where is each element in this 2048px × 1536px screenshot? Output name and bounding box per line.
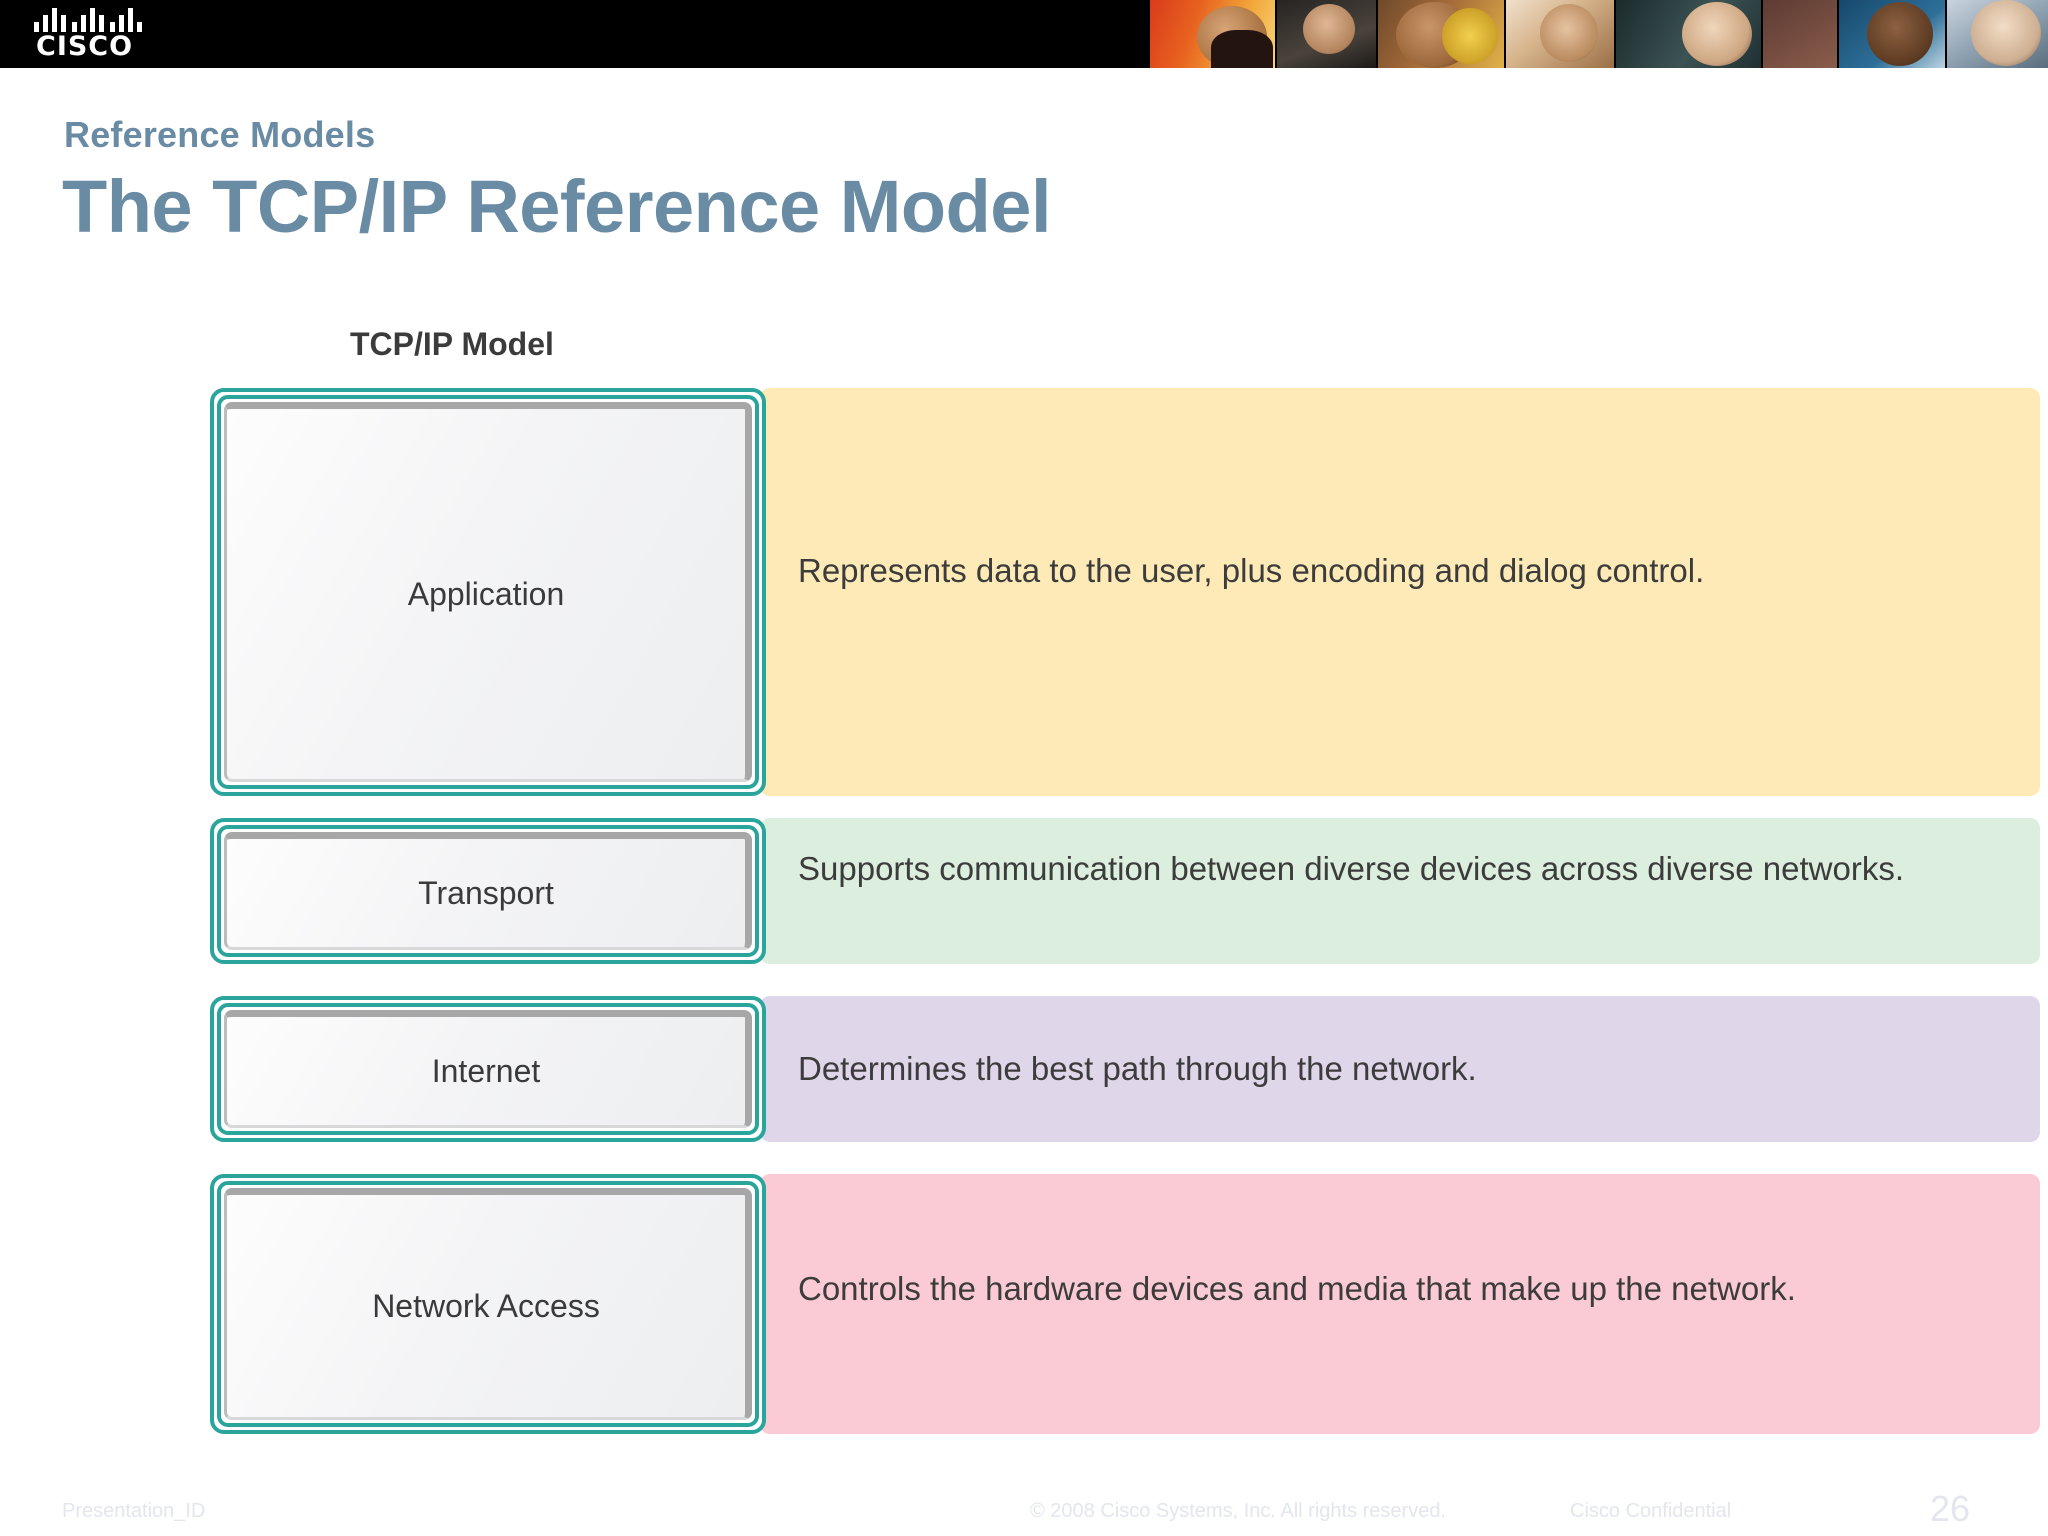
layer-label: Network Access <box>372 1287 600 1324</box>
layer-box-face: Transport <box>224 832 752 950</box>
layer-label: Application <box>407 575 565 612</box>
layer-box-face: Network Access <box>224 1188 752 1420</box>
cisco-bars-icon <box>34 8 142 32</box>
model-heading: TCP/IP Model <box>350 326 554 362</box>
layer-box-internet[interactable]: Internet <box>210 996 766 1142</box>
layer-row: Supports communication between diverse d… <box>210 818 2040 964</box>
banner-photo <box>1616 0 1763 68</box>
slide-footer: Presentation_ID © 2008 Cisco Systems, In… <box>0 1488 2048 1536</box>
layer-description-panel: Represents data to the user, plus encodi… <box>760 388 2040 796</box>
layer-description: Controls the hardware devices and media … <box>798 1270 1796 1307</box>
confidentiality-label: Cisco Confidential <box>1570 1500 1732 1522</box>
banner-photo <box>1150 0 1277 68</box>
copyright-text: © 2008 Cisco Systems, Inc. All rights re… <box>1030 1500 1447 1522</box>
layer-description: Represents data to the user, plus encodi… <box>798 552 1705 589</box>
banner-photo <box>1946 0 2048 68</box>
layer-row: Controls the hardware devices and media … <box>210 1174 2040 1434</box>
layer-label: Transport <box>418 874 554 911</box>
banner-photo <box>1276 0 1378 68</box>
page-title: The TCP/IP Reference Model <box>62 165 1052 248</box>
layer-description-panel: Controls the hardware devices and media … <box>760 1174 2040 1434</box>
layer-row: Represents data to the user, plus encodi… <box>210 388 2040 796</box>
layer-box-face: Application <box>224 402 752 782</box>
layer-row: Determines the best path through the net… <box>210 996 2040 1142</box>
layer-box-network-access[interactable]: Network Access <box>210 1174 766 1434</box>
layer-box-application[interactable]: Application <box>210 388 766 796</box>
cisco-wordmark: CISCO <box>36 31 134 62</box>
layer-box-inner: Transport <box>217 825 759 957</box>
layer-description-panel: Supports communication between diverse d… <box>760 818 2040 964</box>
layer-box-inner: Application <box>217 395 759 789</box>
banner-photo <box>1838 0 1947 68</box>
banner-photo-strip <box>1150 0 2048 68</box>
banner-photo <box>1762 0 1839 68</box>
layer-box-inner: Network Access <box>217 1181 759 1427</box>
layer-description: Determines the best path through the net… <box>798 1050 1477 1087</box>
layer-label: Internet <box>431 1052 541 1089</box>
banner-photo <box>1506 0 1616 68</box>
layer-box-transport[interactable]: Transport <box>210 818 766 964</box>
banner-photo <box>1377 0 1507 68</box>
presentation-id: Presentation_ID <box>62 1500 206 1522</box>
layer-box-face: Internet <box>224 1010 752 1128</box>
layer-description-panel: Determines the best path through the net… <box>760 996 2040 1142</box>
layer-box-inner: Internet <box>217 1003 759 1135</box>
cisco-logo-icon: CISCO <box>34 8 154 62</box>
top-banner: CISCO <box>0 0 2048 68</box>
page-number: 26 <box>1930 1488 1971 1529</box>
slide-kicker: Reference Models <box>64 114 376 155</box>
layer-description: Supports communication between diverse d… <box>798 850 1905 887</box>
